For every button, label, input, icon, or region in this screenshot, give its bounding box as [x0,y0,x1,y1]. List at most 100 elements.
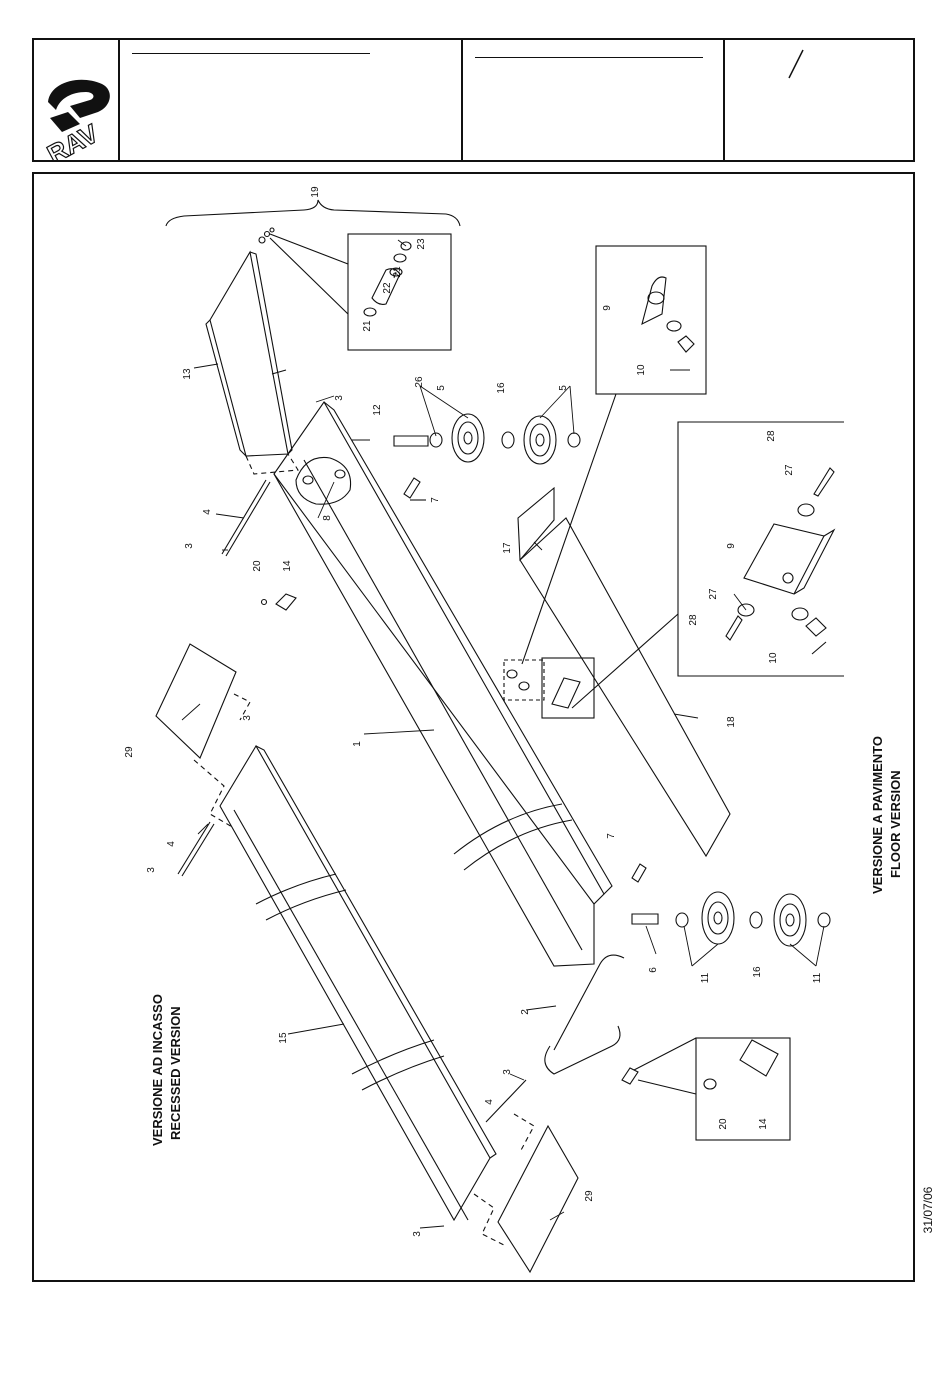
part-20a [262,600,267,605]
pin-4a [222,480,266,554]
rav-logo: RAV [40,62,116,160]
callout-c18: 18 [726,716,737,728]
plate-17 [518,488,554,560]
plate-29a [156,644,236,758]
callout-c3c: 3 [242,715,253,721]
pin-6 [632,914,658,924]
bolt-28a [814,468,834,496]
date-text: 31/07/06 [921,1187,935,1234]
callout-c15: 15 [278,1032,289,1044]
handle-2 [545,1026,620,1074]
floor-version-en: FLOOR VERSION [888,770,903,878]
callout-c19: 19 [310,186,321,198]
callout-c17: 17 [502,542,513,554]
pin-26 [394,436,428,446]
detail-box-small-b [542,658,594,718]
plate-18 [520,518,730,856]
callout-c5a: 5 [436,385,447,391]
brace-19 [166,200,460,226]
callout-c13: 13 [182,368,193,380]
page-cell [725,40,913,160]
callout-c26: 26 [414,376,425,388]
drawing-canvas: VERSIONE AD INCASSO RECESSED VERSION VER… [34,174,917,1284]
callout-c29a: 29 [124,746,135,758]
pulley-5a [430,414,484,462]
callout-c28b: 28 [688,614,699,626]
hinge-9a [642,277,694,352]
callout-c3a: 3 [334,395,345,401]
callout-c12: 12 [372,404,383,416]
description-cell [463,40,725,160]
spacer-16a [502,432,514,448]
callout-c27a: 27 [784,464,795,476]
callout-c27b: 27 [708,588,719,600]
callout-c6: 6 [648,967,659,973]
callout-c3f: 3 [412,1231,423,1237]
bracket-8 [296,457,351,504]
recessed-version-en: RECESSED VERSION [168,1006,183,1140]
panel-13 [210,252,288,456]
callout-c21a: 21 [392,266,403,278]
callout-c7a: 7 [430,497,441,503]
callout-c4a: 4 [202,509,213,515]
part-20b [704,1079,716,1089]
callout-c10a: 10 [636,364,647,376]
callout-c4c: 4 [484,1099,495,1105]
floor-version-label: VERSIONE A PAVIMENTO FLOOR VERSION [870,736,903,894]
pin-4b [178,822,210,874]
bolt-set-19 [259,228,274,243]
recessed-version-it: VERSIONE AD INCASSO [150,994,165,1146]
washer-21b [394,254,406,262]
pulley-5b [524,416,580,464]
callout-c16a: 16 [496,382,507,394]
callout-c20a: 20 [252,560,263,572]
spacer-16b [750,912,762,928]
logo-cell: RAV [34,40,120,160]
title-rule [132,53,370,54]
revision-date: 31/07/06 [915,1170,941,1250]
callout-c20b: 20 [718,1118,729,1130]
callout-c23: 23 [416,238,427,250]
detail-box-small-a [504,660,544,700]
callout-c11b: 11 [812,972,823,983]
callout-c2: 2 [520,1009,531,1015]
base-15 [220,746,496,1220]
bolt-28b [726,616,742,640]
exploded-drawing: VERSIONE AD INCASSO RECESSED VERSION VER… [32,172,915,1282]
pin-10b [812,642,826,654]
callout-c14a: 14 [282,560,293,572]
washer-21a [364,308,376,316]
page-mark [725,40,915,160]
washer-27a [798,504,814,516]
callout-c1: 1 [352,741,363,747]
callout-c3e: 3 [502,1069,513,1075]
callout-c5b: 5 [558,385,569,391]
plate-14b [740,1040,778,1076]
plate-14a [276,594,296,610]
description-rule [475,57,703,58]
title-block: RAV [32,38,915,162]
clip-7b [632,864,646,882]
detail-box-21-23 [348,234,451,350]
detail-box-9b [678,422,844,676]
plate-29b [498,1126,578,1272]
callout-c21b: 21 [362,320,373,332]
callout-c4b: 4 [166,841,177,847]
callout-c7b: 7 [606,833,617,839]
floor-version-it: VERSIONE A PAVIMENTO [870,736,885,894]
callout-c29b: 29 [584,1190,595,1202]
callout-c9b: 9 [726,543,737,549]
clip-7a [404,478,420,498]
callout-c8: 8 [322,515,333,521]
callout-c16b: 16 [752,966,763,978]
callout-c10b: 10 [768,652,779,664]
callout-c9a: 9 [602,305,613,311]
callout-c28a: 28 [766,430,777,442]
callout-c14b: 14 [758,1118,769,1130]
callout-c11a: 11 [700,972,711,983]
callout-c22: 22 [382,282,393,294]
recessed-version-label: VERSIONE AD INCASSO RECESSED VERSION [150,994,183,1146]
title-cell [120,40,463,160]
callout-c3b: 3 [184,543,195,549]
